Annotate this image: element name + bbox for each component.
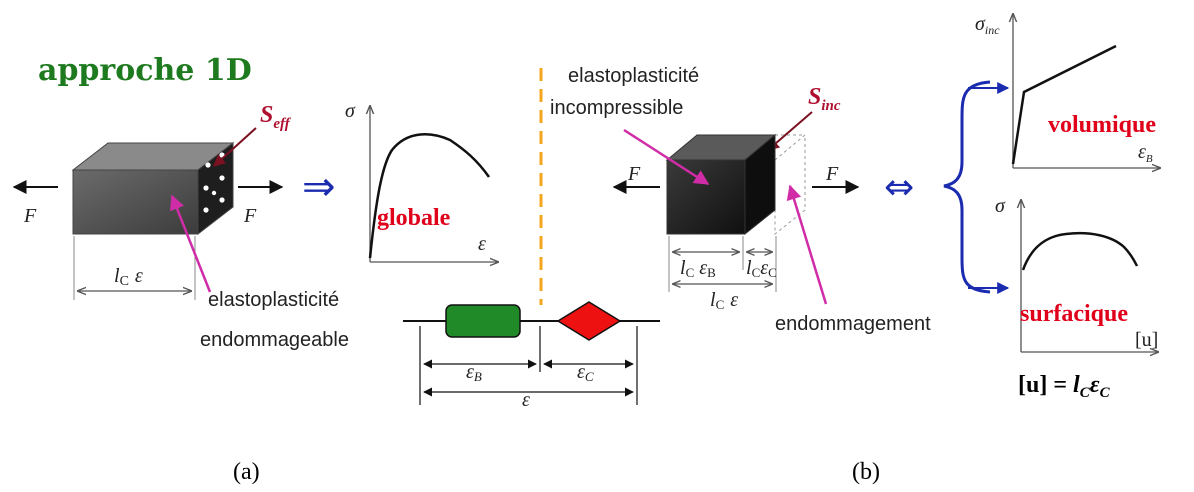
volumic-x-label: εB <box>1138 141 1153 165</box>
bulk-line1: elastoplasticité <box>568 65 699 87</box>
global-curve <box>368 133 491 259</box>
eps-c-label: εC <box>577 361 594 384</box>
material-line1: elastoplasticité <box>208 289 339 311</box>
global-x-label: ε <box>478 233 486 255</box>
force-left-label-b: F <box>627 163 641 185</box>
eps-b-label: εB <box>466 361 482 384</box>
jump-equation: [u] = lCεC <box>1018 372 1111 401</box>
damage-element <box>556 301 622 341</box>
s-eff-arrow <box>213 127 257 167</box>
brace <box>943 80 991 294</box>
surfacic-curve <box>1021 231 1139 271</box>
force-left-label: F <box>23 205 37 227</box>
bulk-pointer-arrow <box>623 128 710 186</box>
force-right-label-b: F <box>825 163 839 185</box>
damage-holes <box>203 152 225 213</box>
rheological-model: εB εC ε <box>403 301 660 411</box>
panel-a-title: approche 1D <box>38 53 252 88</box>
s-inc-label: Sinc <box>808 84 841 114</box>
volumic-graph: σinc εB volumique <box>975 13 1160 168</box>
surfacic-label: surfacique <box>1020 301 1128 327</box>
bulk-line2: incompressible <box>550 97 683 119</box>
material-line2: endommageable <box>200 329 349 351</box>
implies-symbol: ⇒ <box>302 164 336 210</box>
force-right-label: F <box>243 205 257 227</box>
global-y-label: σ <box>345 100 356 122</box>
damage-pointer-arrow <box>786 184 828 305</box>
volumic-label: volumique <box>1048 112 1156 138</box>
surfacic-x-label: [u] <box>1135 329 1158 351</box>
dim-ec-label: lCεC <box>746 257 777 280</box>
surfacic-y-label: σ <box>995 195 1006 217</box>
dark-cube <box>665 133 806 236</box>
caption-b: (b) <box>852 459 880 485</box>
global-graph: σ ε globale <box>345 100 498 262</box>
eps-total-label: ε <box>522 389 530 411</box>
caption-a: (a) <box>233 459 260 485</box>
volumic-y-label: σinc <box>975 13 1000 37</box>
s-eff-label: Seff <box>260 102 292 132</box>
bulk-element <box>445 304 521 338</box>
global-label: globale <box>377 205 451 231</box>
surfacic-graph: σ [u] surfacique <box>995 195 1158 352</box>
equiv-symbol: ⇔ <box>884 167 914 208</box>
material-pointer-arrow <box>169 194 212 293</box>
panel-b: elastoplasticité incompressible Sinc F F… <box>550 13 1160 485</box>
grey-block <box>71 141 235 236</box>
volumic-curve <box>1011 44 1117 165</box>
damage-label: endommagement <box>775 313 931 335</box>
